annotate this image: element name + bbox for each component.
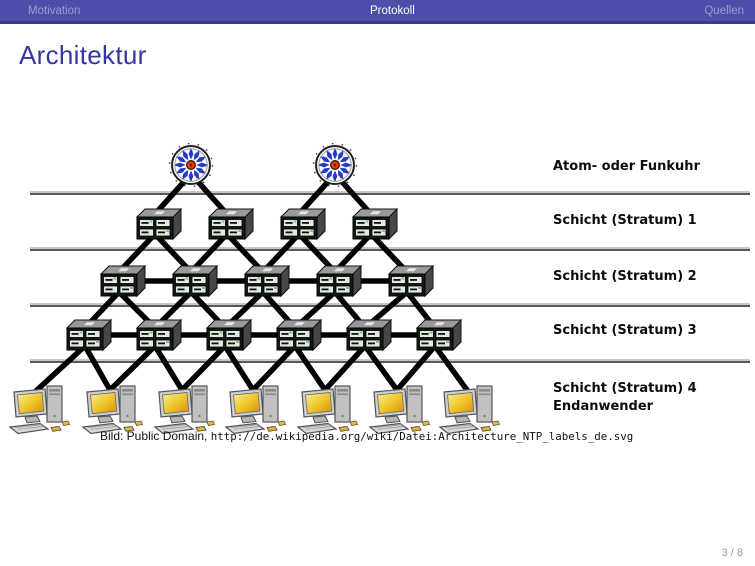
server-icon: [136, 319, 182, 351]
image-caption: Bild: Public Domain, http://de.wikipedia…: [100, 429, 633, 443]
server-icon: [172, 265, 218, 297]
stratum-separator-2: [30, 247, 750, 251]
clock-icon: [314, 144, 357, 187]
server-icon: [208, 208, 254, 240]
clock-icon: [170, 144, 213, 187]
server-icon: [352, 208, 398, 240]
server-icon: [100, 265, 146, 297]
header-nav-bar: Motivation Protokoll Quellen: [0, 0, 755, 21]
label-stratum-1: Schicht (Stratum) 1: [553, 213, 697, 228]
computer-icon: [439, 385, 501, 435]
server-icon: [66, 319, 112, 351]
label-stratum-2: Schicht (Stratum) 2: [553, 269, 697, 284]
link-stratum3-stratum4: [33, 341, 471, 395]
server-icon: [244, 265, 290, 297]
computer-icon: [154, 385, 216, 435]
computer-icon: [297, 385, 359, 435]
computer-icon: [369, 385, 431, 435]
nav-item-protokoll[interactable]: Protokoll: [370, 4, 415, 17]
nav-item-motivation[interactable]: Motivation: [28, 4, 81, 17]
server-icon: [276, 319, 322, 351]
page-title: Architektur: [19, 40, 147, 70]
server-icon: [316, 265, 362, 297]
server-icon: [346, 319, 392, 351]
stratum-separator-1: [30, 191, 750, 195]
caption-prefix: Bild: Public Domain,: [100, 429, 211, 443]
server-icon: [280, 208, 326, 240]
server-icon: [416, 319, 462, 351]
label-stratum-3: Schicht (Stratum) 3: [553, 323, 697, 338]
label-stratum-4: Schicht (Stratum) 4 Endanwender: [553, 380, 697, 416]
computer-icon: [9, 385, 71, 435]
header-bottom-strip: [0, 21, 755, 24]
nav-item-quellen[interactable]: Quellen: [704, 4, 744, 17]
computer-icon: [82, 385, 144, 435]
computer-icon: [225, 385, 287, 435]
stratum-separator-4: [30, 359, 750, 363]
server-icon: [136, 208, 182, 240]
label-stratum-4-line2: Endanwender: [553, 399, 654, 414]
label-atomclock-row: Atom- oder Funkuhr: [553, 159, 700, 174]
server-icon: [388, 265, 434, 297]
server-icon: [206, 319, 252, 351]
page-number: 3 / 8: [721, 547, 743, 559]
caption-url: http://de.wikipedia.org/wiki/Datei:Archi…: [210, 430, 634, 443]
label-stratum-4-line1: Schicht (Stratum) 4: [553, 381, 697, 396]
